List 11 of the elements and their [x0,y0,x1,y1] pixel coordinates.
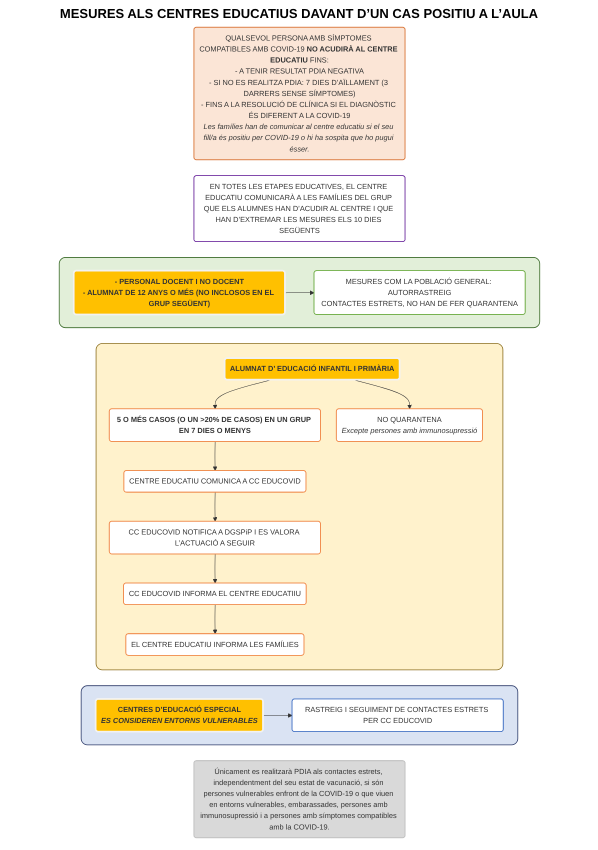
arrow [212,554,217,584]
diagram-title: MESURES ALS CENTRES EDUCATIUS DAVANT D’UN CAS POSITIU A L’AULA [58,6,540,21]
arrow [262,713,292,718]
arrow [212,604,217,634]
arrow [212,441,217,471]
cluster [80,685,518,746]
cluster [58,257,540,328]
arrow [212,492,217,522]
arrow [284,290,314,296]
cluster [95,343,503,670]
arrow [212,380,271,410]
